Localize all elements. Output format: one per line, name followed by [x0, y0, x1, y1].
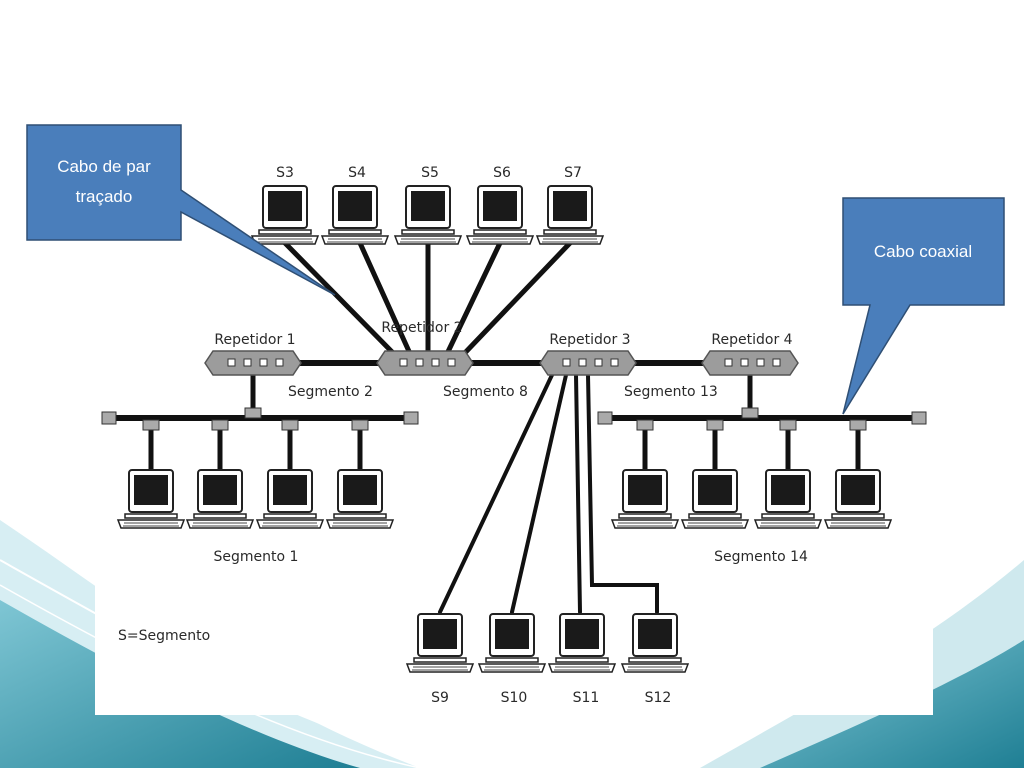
label-s10: S10: [501, 690, 528, 706]
label-segment-8: Segmento 8: [443, 384, 528, 400]
label-repeater-2: Repetidor 2: [381, 320, 462, 336]
repeater-3: [539, 350, 637, 376]
label-s7: S7: [564, 165, 582, 181]
coax-connectors: [101, 407, 927, 431]
label-s12: S12: [645, 690, 672, 706]
repeater-labels: Repetidor 1 Repetidor 2 Repetidor 3 Repe…: [214, 320, 792, 348]
label-repeater-1: Repetidor 1: [214, 332, 295, 348]
label-s9: S9: [431, 690, 449, 706]
callout-twisted-pair-line2: traçado: [76, 187, 133, 206]
network-cables: [105, 240, 921, 614]
callout-coaxial: Cabo coaxial: [842, 197, 1005, 415]
top-station-labels: S3 S4 S5 S6 S7: [276, 165, 582, 181]
label-segment-2: Segmento 2: [288, 384, 373, 400]
label-repeater-3: Repetidor 3: [549, 332, 630, 348]
label-s3: S3: [276, 165, 294, 181]
label-s5: S5: [421, 165, 439, 181]
bottom-station-labels: S9 S10 S11 S12: [431, 690, 671, 706]
label-segment-13: Segmento 13: [624, 384, 718, 400]
callout-twisted-pair: Cabo de par traçado: [26, 124, 336, 296]
repeater-2: [376, 350, 474, 376]
label-s6: S6: [493, 165, 511, 181]
repeater-4: [701, 350, 799, 376]
label-s4: S4: [348, 165, 366, 181]
label-s11: S11: [573, 690, 600, 706]
label-segment-14: Segmento 14: [714, 549, 808, 565]
callout-twisted-pair-line1: Cabo de par: [57, 157, 151, 176]
label-segment-1: Segmento 1: [214, 549, 299, 565]
label-repeater-4: Repetidor 4: [711, 332, 792, 348]
callout-coaxial-text: Cabo coaxial: [874, 242, 972, 261]
repeater-1: [204, 350, 302, 376]
segment-labels: Segmento 2 Segmento 8 Segmento 13 Segmen…: [214, 384, 808, 565]
legend-text: S=Segmento: [118, 628, 210, 644]
